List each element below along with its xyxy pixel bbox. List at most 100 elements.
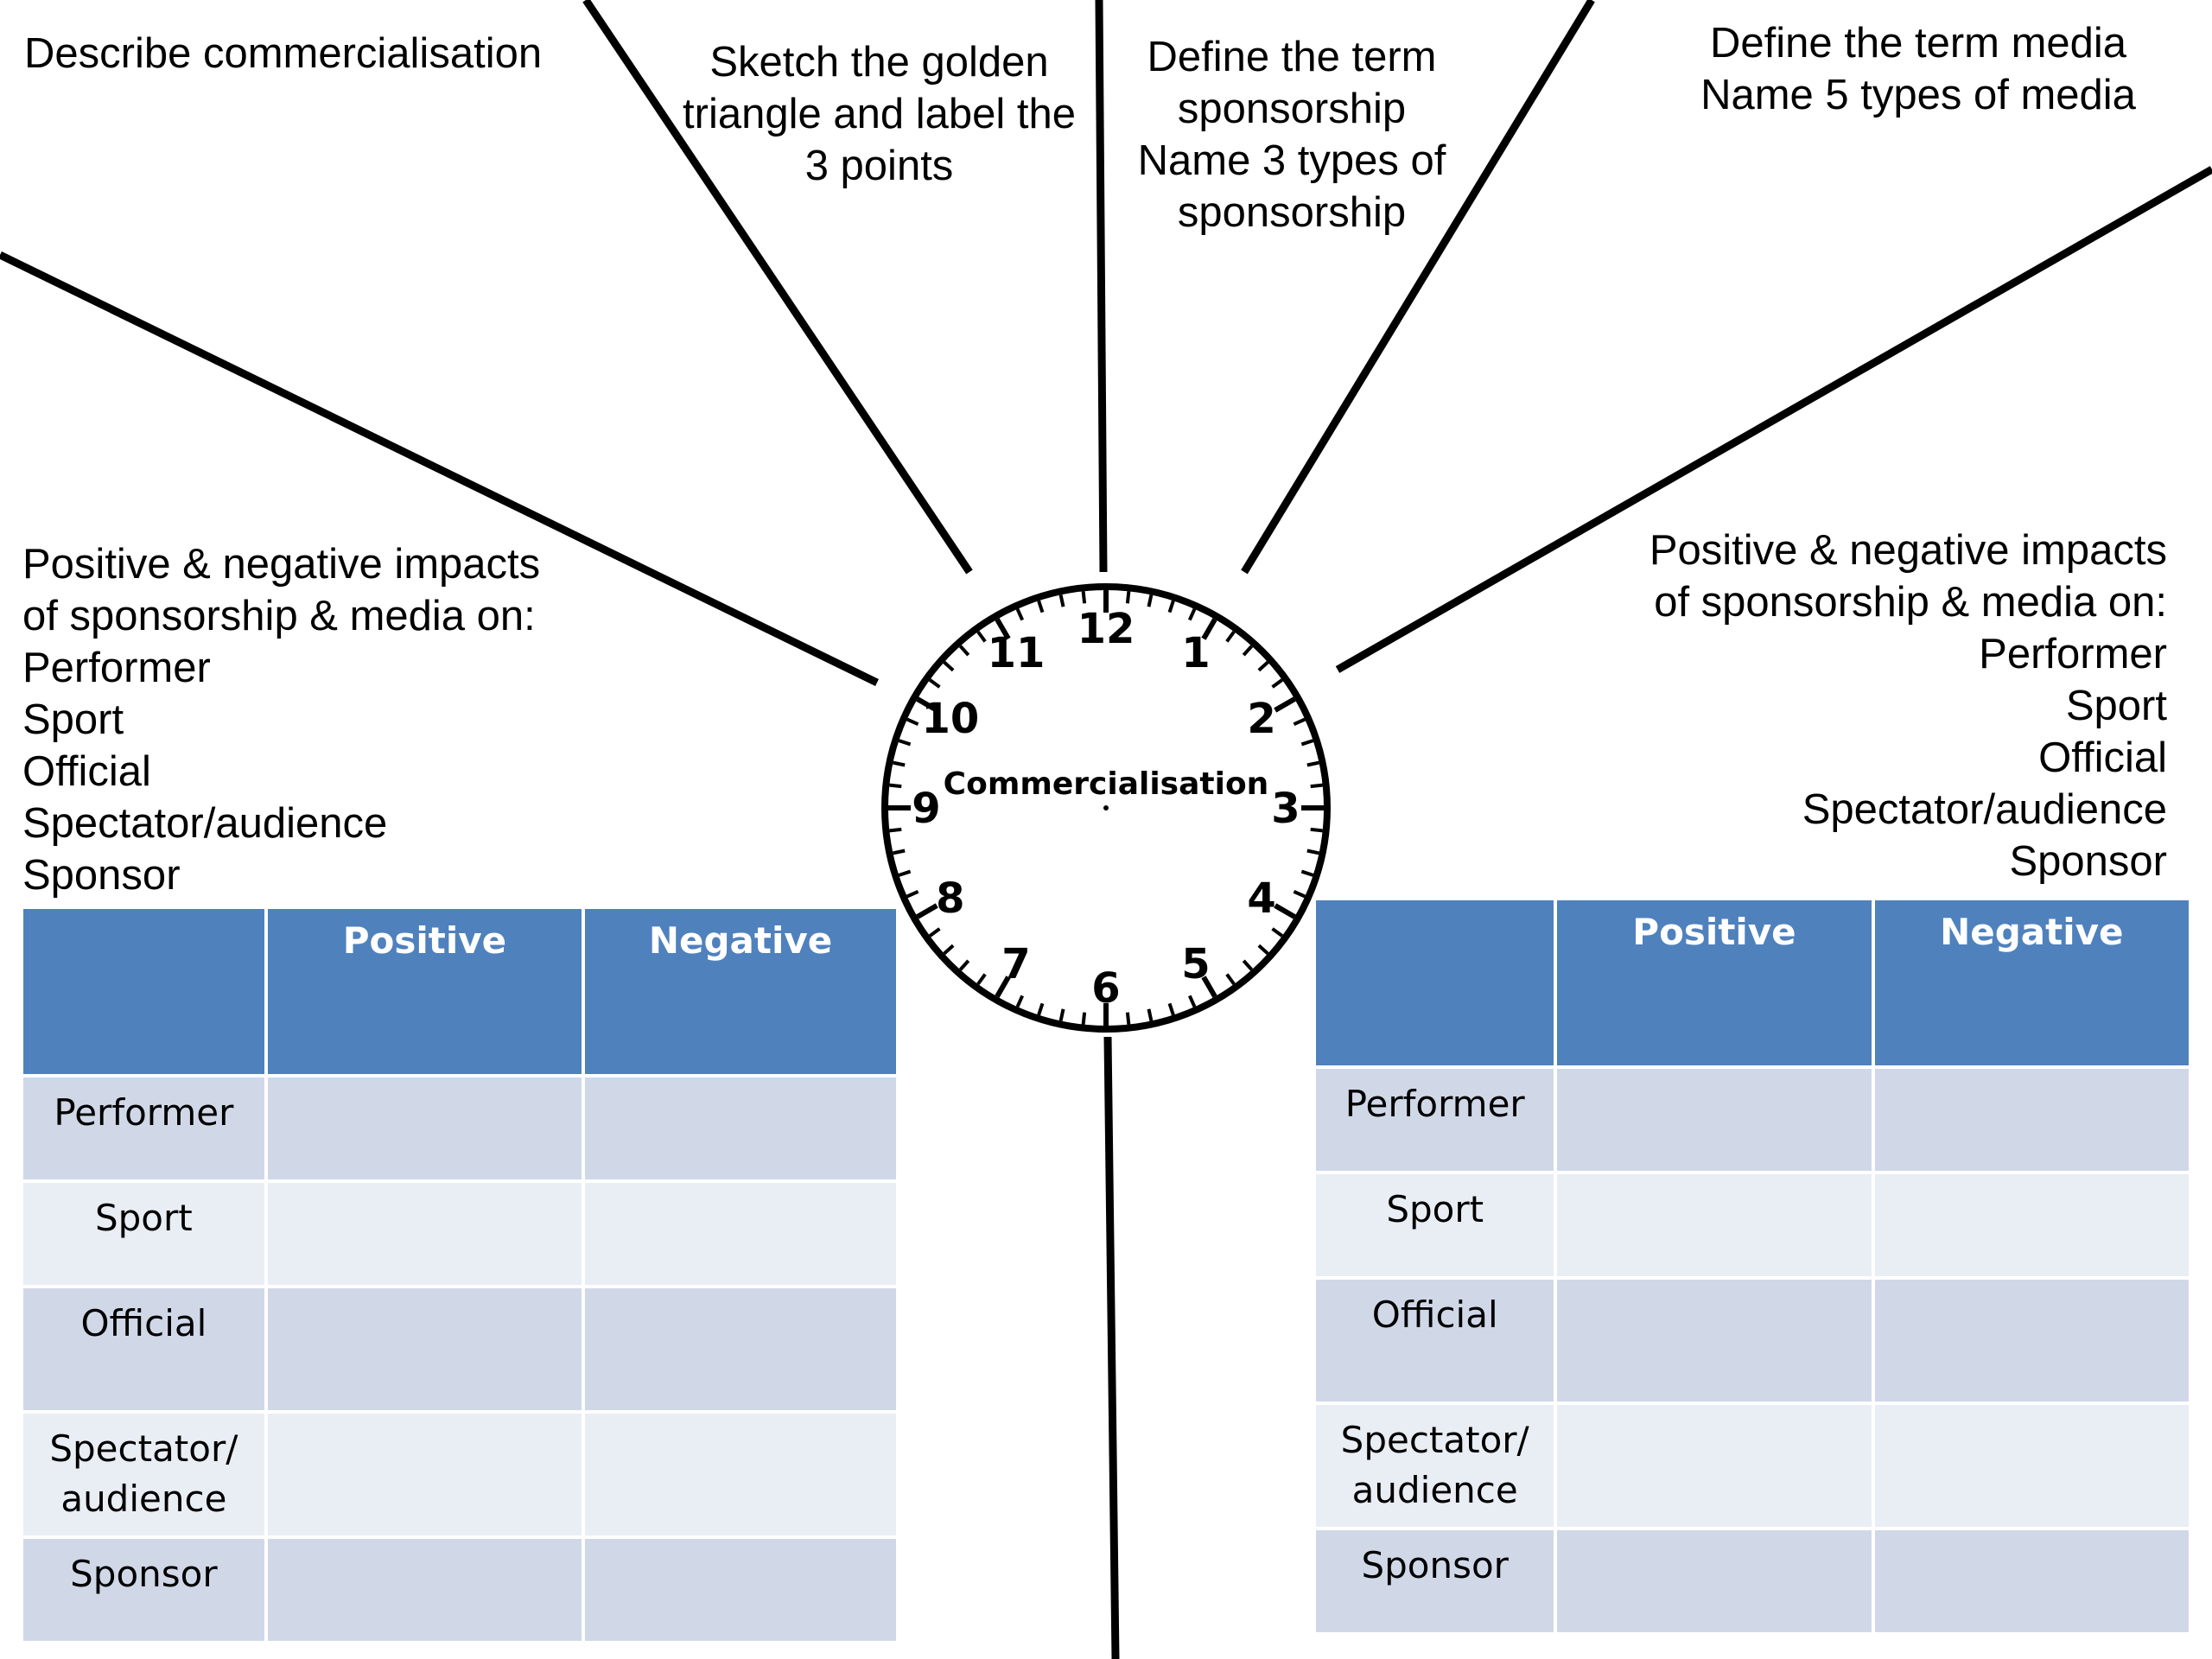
clock-major-tick xyxy=(916,696,938,713)
table-row: Official xyxy=(1316,1280,2189,1402)
spoke-top xyxy=(1095,0,1108,573)
clock-minor-tick xyxy=(1037,1002,1045,1016)
clock-minor-tick xyxy=(1058,1008,1065,1021)
impact-table-left: Positive Negative Performer Sport Offici… xyxy=(20,906,899,1644)
spoke-right xyxy=(1335,166,2212,673)
negative-cell[interactable] xyxy=(1874,1405,2189,1527)
clock-minor-tick xyxy=(958,959,970,971)
clock-number: 8 xyxy=(936,874,964,923)
negative-cell[interactable] xyxy=(1874,1530,2189,1632)
clock-minor-tick xyxy=(1242,645,1254,657)
prompt-sponsorship: Define the term sponsorship Name 3 types… xyxy=(1137,34,1446,236)
clock-minor-tick xyxy=(1242,959,1254,971)
table-header-blank xyxy=(23,909,264,1074)
clock-number: 9 xyxy=(912,785,940,833)
impact-table-right: Positive Negative Performer Sport Offici… xyxy=(1313,897,2192,1636)
positive-cell[interactable] xyxy=(1557,1405,1872,1527)
clock-minor-tick xyxy=(928,927,941,938)
clock-minor-tick xyxy=(1293,717,1306,727)
clock-minor-tick xyxy=(1306,849,1319,855)
clock-major-tick xyxy=(995,618,1011,640)
clock-number: 7 xyxy=(1001,940,1030,988)
clock-minor-tick xyxy=(893,760,906,767)
clock-number: 3 xyxy=(1271,785,1300,833)
table-row: Spectator/ audience xyxy=(1316,1405,2189,1527)
table-row: Official xyxy=(23,1288,896,1410)
clock-minor-tick xyxy=(898,739,912,747)
spoke-bottom xyxy=(1103,1036,1120,1659)
positive-cell[interactable] xyxy=(267,1183,582,1285)
row-label-official: Official xyxy=(23,1288,264,1410)
clock-number: 5 xyxy=(1181,940,1210,988)
prompt-describe-commercialisation: Describe commercialisation xyxy=(24,30,543,77)
table-row: Performer xyxy=(23,1077,896,1179)
clock-minor-tick xyxy=(898,869,912,877)
positive-cell[interactable] xyxy=(1557,1530,1872,1632)
clock-minor-tick xyxy=(928,678,941,689)
clock-number: 11 xyxy=(988,629,1046,677)
clock-minor-tick xyxy=(976,630,987,643)
positive-cell[interactable] xyxy=(1557,1069,1872,1171)
negative-cell[interactable] xyxy=(1874,1280,2189,1402)
positive-cell[interactable] xyxy=(1557,1174,1872,1276)
positive-cell[interactable] xyxy=(267,1539,582,1641)
negative-cell[interactable] xyxy=(1874,1174,2189,1276)
table-header-blank xyxy=(1316,900,1554,1065)
clock-minor-tick xyxy=(1147,594,1154,607)
clock-minor-tick xyxy=(958,645,970,657)
table-row: Sport xyxy=(1316,1174,2189,1276)
clock-number: 1 xyxy=(1181,629,1210,677)
prompt-impacts-right: Positive & negative impacts of sponsorsh… xyxy=(1649,527,2167,885)
table-header-positive: Positive xyxy=(267,909,582,1074)
clock-minor-tick xyxy=(1187,995,1197,1008)
clock-minor-tick xyxy=(1306,760,1319,767)
negative-cell[interactable] xyxy=(585,1077,896,1179)
prompt-media: Define the term media Name 5 types of me… xyxy=(1700,20,2136,118)
positive-cell[interactable] xyxy=(267,1077,582,1179)
table-row: Sponsor xyxy=(23,1539,896,1641)
clock-minor-tick xyxy=(943,660,955,672)
clock-number: 10 xyxy=(921,695,979,743)
clock-number: 12 xyxy=(1077,605,1135,653)
table-row: Sponsor xyxy=(1316,1530,2189,1632)
clock-major-tick xyxy=(1201,618,1217,640)
clock-minor-tick xyxy=(1293,889,1306,899)
clock-major-tick xyxy=(1274,696,1296,713)
clock-center-dot xyxy=(1103,805,1109,810)
clock-major-tick xyxy=(995,976,1011,998)
clock-minor-tick xyxy=(1058,594,1065,607)
spoke-upper-right xyxy=(1241,0,1595,575)
row-label-official: Official xyxy=(1316,1280,1554,1402)
negative-cell[interactable] xyxy=(585,1414,896,1535)
table-row: Sport xyxy=(23,1183,896,1285)
positive-cell[interactable] xyxy=(267,1414,582,1535)
clock-minor-tick xyxy=(1167,600,1175,613)
positive-cell[interactable] xyxy=(267,1288,582,1410)
spoke-upper-left xyxy=(582,0,973,575)
row-label-performer: Performer xyxy=(1316,1069,1554,1171)
clock-minor-tick xyxy=(1271,927,1284,938)
clock-minor-tick xyxy=(943,944,955,956)
clock-minor-tick xyxy=(1310,783,1323,789)
table-header-negative: Negative xyxy=(585,909,896,1074)
clock-minor-tick xyxy=(1147,1008,1154,1021)
clock-number: 6 xyxy=(1091,964,1120,1013)
clock-ticks xyxy=(888,590,1324,1026)
clock-minor-tick xyxy=(1300,739,1314,747)
clock-minor-tick xyxy=(889,783,902,789)
positive-cell[interactable] xyxy=(1557,1280,1872,1402)
negative-cell[interactable] xyxy=(585,1288,896,1410)
clock-minor-tick xyxy=(1167,1002,1175,1016)
clock-minor-tick xyxy=(1037,600,1045,613)
clock-minor-tick xyxy=(976,973,987,986)
spoke-left xyxy=(0,251,879,687)
clock-major-tick xyxy=(916,903,938,919)
row-label-sport: Sport xyxy=(1316,1174,1554,1276)
negative-cell[interactable] xyxy=(585,1183,896,1285)
row-label-sport: Sport xyxy=(23,1183,264,1285)
negative-cell[interactable] xyxy=(585,1539,896,1641)
clock-minor-tick xyxy=(1015,995,1025,1008)
negative-cell[interactable] xyxy=(1874,1069,2189,1171)
clock-minor-tick xyxy=(1257,944,1269,956)
